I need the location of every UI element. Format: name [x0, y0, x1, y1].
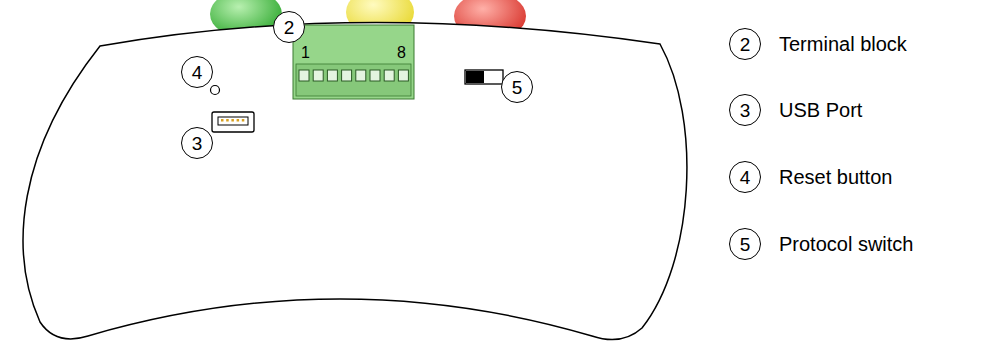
callout-number: 4 — [729, 161, 761, 193]
switch-lever — [466, 71, 484, 83]
pin-number: 8 — [397, 45, 406, 61]
terminal-screws — [299, 70, 408, 81]
callout-number: 4 — [181, 56, 213, 88]
legend-item: 2 Terminal block — [729, 28, 907, 60]
part-name: Reset button — [779, 166, 892, 189]
callout-number: 3 — [729, 94, 761, 126]
legend-item: 5 Protocol switch — [729, 228, 914, 260]
usb-port — [212, 112, 254, 132]
callout-number: 5 — [729, 228, 761, 260]
terminal-block — [293, 25, 414, 99]
callout-node: 4 — [181, 56, 213, 88]
callout-node: 5 — [501, 71, 533, 103]
callout-node: 3 — [181, 127, 213, 159]
pin-number: 1 — [301, 45, 310, 61]
callout-number: 3 — [181, 127, 213, 159]
legend-item: 3 USB Port — [729, 94, 862, 126]
callout-node: 2 — [273, 11, 305, 43]
protocol-switch — [465, 70, 503, 84]
usb-tongue — [218, 117, 248, 125]
part-name: USB Port — [779, 99, 862, 122]
part-name: Protocol switch — [779, 233, 914, 256]
terminal-row — [296, 64, 411, 96]
housing-outline — [23, 22, 687, 339]
callout-number: 2 — [273, 11, 305, 43]
usb-pins — [221, 119, 244, 122]
reset-button — [211, 86, 220, 95]
legend-item: 4 Reset button — [729, 161, 892, 193]
callout-number: 5 — [501, 71, 533, 103]
callout-number: 2 — [729, 28, 761, 60]
part-name: Terminal block — [779, 33, 907, 56]
